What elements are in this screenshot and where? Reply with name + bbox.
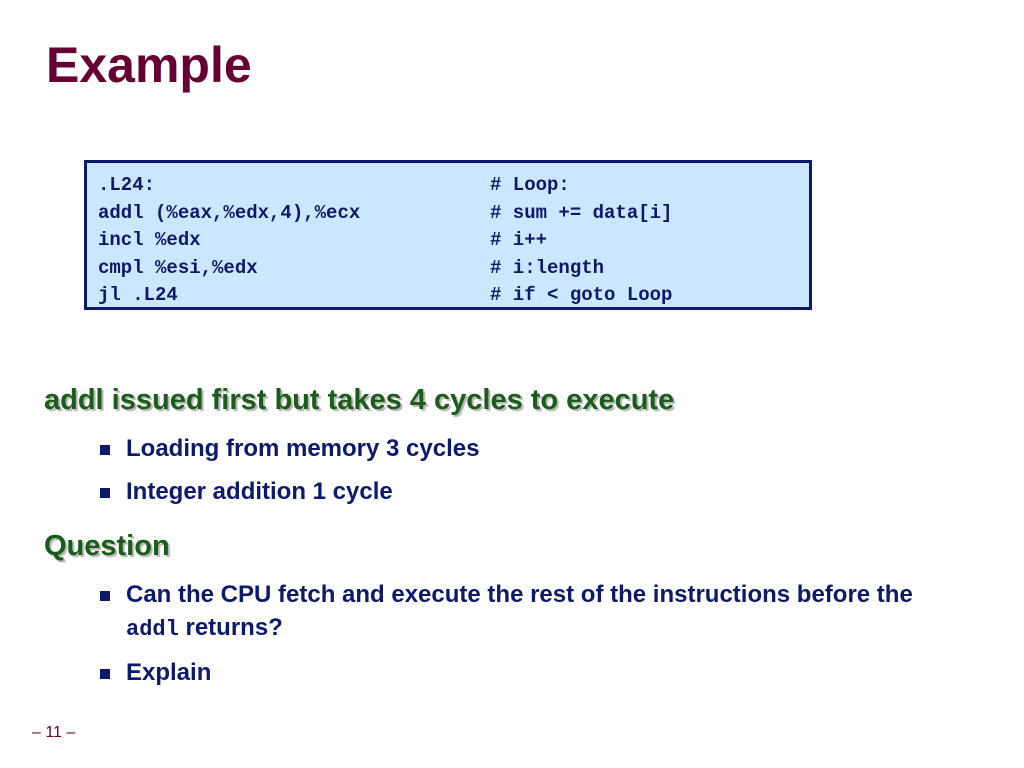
code-comment: # sum += data[i]: [490, 201, 673, 224]
list-item: Integer addition 1 cycle: [100, 475, 946, 508]
slide-title: Example: [46, 37, 252, 93]
bullet-text-part: Can the CPU fetch and execute the rest o…: [126, 581, 913, 608]
page-number: – 11 –: [32, 724, 76, 741]
square-bullet-icon: [100, 488, 110, 498]
list-item: Explain: [100, 656, 946, 689]
square-bullet-icon: [100, 591, 110, 601]
bullet-list: Loading from memory 3 cycles Integer add…: [100, 432, 946, 518]
bullet-text: Explain: [126, 659, 212, 686]
code-line: cmpl %esi,%edx # i:length: [98, 255, 809, 283]
list-item: Can the CPU fetch and execute the rest o…: [100, 578, 946, 646]
code-instruction: jl .L24: [98, 284, 178, 306]
bullet-text: Integer addition 1 cycle: [126, 478, 393, 505]
bullet-list: Can the CPU fetch and execute the rest o…: [100, 578, 946, 699]
code-line: addl (%eax,%edx,4),%ecx # sum += data[i]: [98, 200, 809, 228]
code-instruction: incl %edx: [98, 229, 201, 251]
code-line: incl %edx # i++: [98, 227, 809, 255]
bullet-text: Loading from memory 3 cycles: [126, 435, 480, 462]
code-line: jl .L24 # if < goto Loop: [98, 282, 809, 310]
code-comment: # i++: [490, 229, 548, 251]
section-heading-question: Question: [44, 530, 170, 562]
list-item: Loading from memory 3 cycles: [100, 432, 946, 465]
code-comment: # i:length: [490, 256, 605, 279]
code-comment: # Loop:: [490, 174, 570, 196]
code-instruction: cmpl %esi,%edx: [98, 256, 258, 279]
inline-code: addl: [126, 617, 179, 642]
section-heading-addl: addl issued first but takes 4 cycles to …: [44, 384, 675, 416]
bullet-text: Can the CPU fetch and execute the rest o…: [126, 581, 913, 642]
bullet-text-part: returns?: [178, 614, 283, 641]
code-instruction: .L24:: [98, 174, 156, 196]
square-bullet-icon: [100, 445, 110, 455]
code-instruction: addl (%eax,%edx,4),%ecx: [98, 201, 361, 224]
code-listing: .L24: # Loop: addl (%eax,%edx,4),%ecx # …: [84, 160, 812, 310]
code-comment: # if < goto Loop: [490, 284, 673, 306]
code-line: .L24: # Loop:: [98, 172, 809, 200]
square-bullet-icon: [100, 669, 110, 679]
